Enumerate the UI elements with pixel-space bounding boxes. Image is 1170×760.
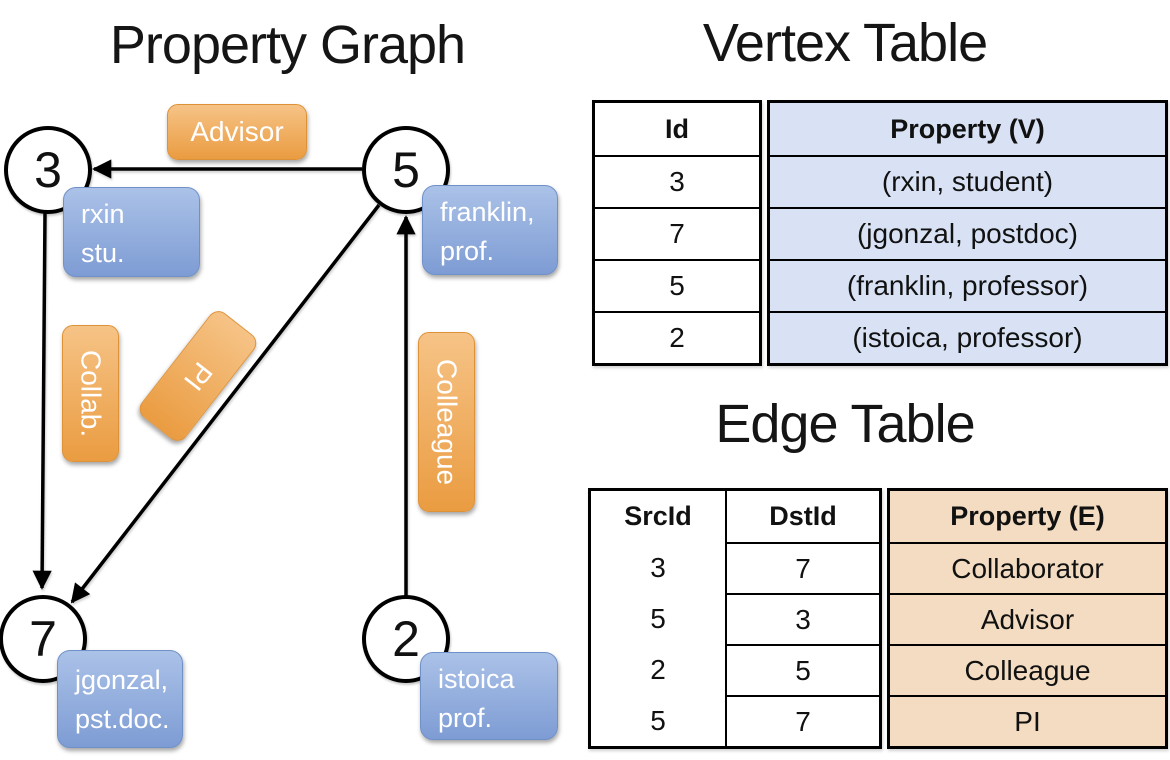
vertex-id-cell: 3 — [595, 155, 759, 207]
vertex-id-header: Id — [665, 113, 689, 144]
edge-dstid-cell: 5 — [725, 644, 879, 695]
edge-label-advisor: Advisor — [167, 104, 307, 160]
vertex-id-cell: 7 — [595, 207, 759, 259]
vertex-node-2: 2 — [362, 595, 450, 683]
graph-edges-layer — [32, 159, 416, 604]
property-line: pst.doc. — [75, 704, 170, 734]
property-line: prof. — [438, 703, 493, 733]
node-property-box-rxin: rxin stu. — [63, 187, 200, 277]
node-id-label: 5 — [392, 142, 420, 198]
edge-label-text: Collab. — [75, 349, 107, 438]
vertex-property-cell: (istoica, professor) — [770, 311, 1165, 363]
edge-label-text: PI — [178, 356, 219, 397]
property-line: istoica — [438, 664, 515, 694]
vertex-table-property-column: Property (V) (rxin, student) (jgonzal, p… — [767, 100, 1168, 366]
edge-table-title: Edge Table — [715, 394, 975, 454]
node-id-label: 2 — [392, 611, 420, 667]
edge-property-cell: Advisor — [890, 593, 1165, 644]
edge-srcid-cell: 3 — [650, 551, 666, 583]
node-id-label: 7 — [29, 611, 57, 667]
vertex-id-cell: 5 — [595, 259, 759, 311]
vertex-table-id-column: Id 3 7 5 2 — [592, 100, 762, 366]
node-property-box-franklin: franklin, prof. — [422, 185, 558, 275]
edge-dstid-cell: 3 — [725, 593, 879, 644]
vertex-table-title: Vertex Table — [702, 13, 988, 73]
vertex-property-cell: (franklin, professor) — [770, 259, 1165, 311]
node-property-box-jgonzal: jgonzal, pst.doc. — [57, 650, 183, 748]
vertex-property-cell: (jgonzal, postdoc) — [770, 207, 1165, 259]
vertex-node-5: 5 — [362, 126, 450, 214]
edge-collab-3-to-7 — [32, 212, 52, 590]
edge-label-text: Advisor — [190, 116, 284, 147]
property-line: jgonzal, — [75, 665, 169, 695]
edge-property-cell: PI — [890, 695, 1165, 746]
node-property-box-istoica: istoica prof. — [420, 652, 558, 740]
edge-table-id-columns: SrcId DstId 3 7 5 3 2 5 5 7 — [588, 488, 882, 749]
edge-property-cell: Colleague — [890, 644, 1165, 695]
property-line: rxin — [81, 199, 125, 229]
node-id-label: 3 — [34, 142, 62, 198]
edge-srcid-cell: 2 — [650, 653, 666, 685]
vertex-property-header: Property (V) — [890, 113, 1045, 144]
edge-dstid-header: DstId — [725, 491, 879, 542]
property-line: franklin, — [440, 197, 535, 227]
property-line: stu. — [81, 238, 125, 268]
edge-property-cell: Collaborator — [890, 542, 1165, 593]
edge-dstid-cell: 7 — [725, 695, 879, 746]
edge-property-header: Property (E) — [950, 501, 1105, 531]
edge-dstid-cell: 7 — [725, 542, 879, 593]
property-line: prof. — [440, 236, 495, 266]
edge-table-property-column: Property (E) Collaborator Advisor Collea… — [887, 488, 1168, 749]
edge-srcid-cell: 5 — [650, 602, 666, 634]
property-graph-title: Property Graph — [109, 15, 466, 75]
vertex-property-cell: (rxin, student) — [770, 155, 1165, 207]
edge-srcid-header: SrcId — [624, 501, 692, 531]
edge-label-colleague: Colleague — [418, 332, 475, 512]
edge-label-text: Colleague — [431, 358, 463, 486]
edge-label-collab: Collab. — [62, 325, 119, 462]
edge-srcid-cell: 5 — [650, 704, 666, 736]
edge-pi-5-to-7 — [70, 203, 381, 604]
vertex-id-cell: 2 — [595, 311, 759, 363]
